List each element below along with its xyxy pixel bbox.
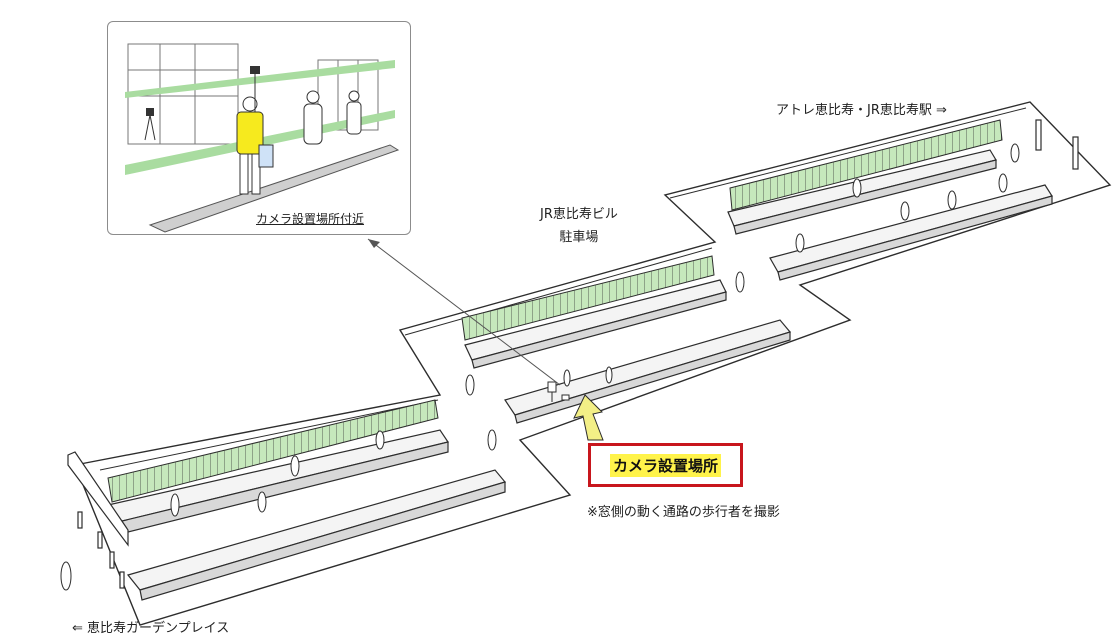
inset-leader-line (367, 238, 561, 386)
inset-caption: カメラ設置場所付近 (254, 210, 367, 227)
glass-railing-middle (461, 255, 715, 341)
garden-place-direction-label: ⇐ 恵比寿ガーデンプレイス (72, 621, 230, 636)
glass-railing-left (107, 399, 439, 503)
camera-device (547, 381, 570, 402)
camera-location-box: カメラ設置場所 (588, 443, 743, 487)
pedestrians (60, 143, 1020, 591)
camera-note: ※窓側の動く通路の歩行者を撮影 (587, 505, 780, 520)
camera-pointer-arrow (573, 394, 604, 441)
parking-label-line2: 駐車場 (559, 230, 599, 245)
corridor-floor (74, 101, 1112, 626)
glass-railing-right (729, 119, 1003, 211)
parking-label: JR恵比寿ビル 駐車場 (540, 203, 618, 249)
atre-direction-label: アトレ恵比寿・JR恵比寿駅 ⇒ (776, 103, 947, 118)
left-end-wall (67, 451, 129, 547)
inset-sketch (109, 23, 409, 233)
parking-label-line1: JR恵比寿ビル (540, 207, 618, 222)
camera-location-label: カメラ設置場所 (609, 453, 721, 477)
bollards (77, 119, 1079, 589)
